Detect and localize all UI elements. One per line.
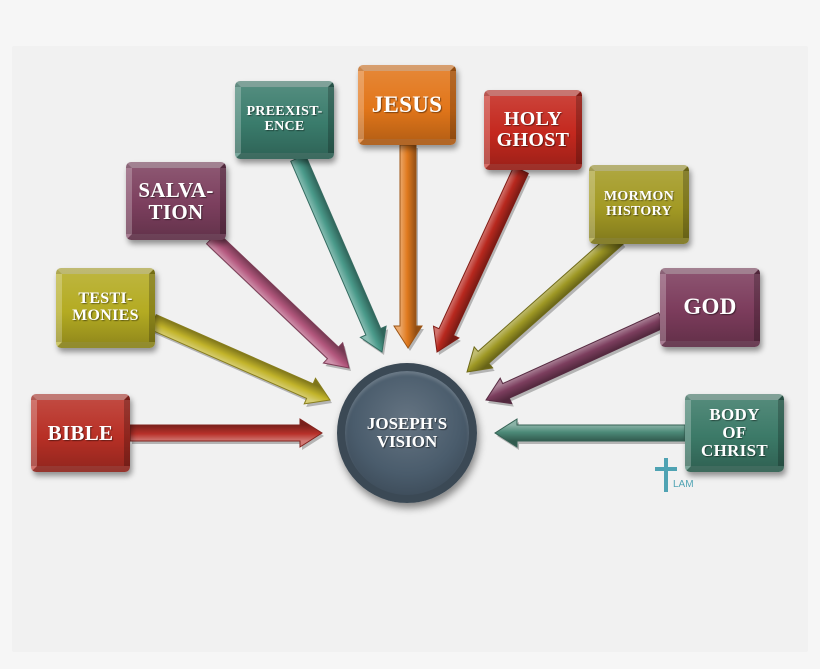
arrow-body-of-christ (494, 418, 686, 448)
topic-label-god: GOD (683, 294, 737, 320)
topic-box-salvation: SALVA- TION (126, 162, 226, 240)
arrow-mormon-history (466, 231, 625, 373)
topic-label-preexistence: PREEXIST- ENCE (246, 104, 323, 134)
topic-box-body-of-christ: BODY OF CHRIST (685, 394, 784, 472)
arrow-god (485, 312, 666, 405)
topic-label-jesus: JESUS (371, 91, 443, 117)
signature-mark: LAM (652, 456, 708, 496)
arrow-holy-ghost (432, 165, 529, 353)
center-label: JOSEPH'S VISION (366, 413, 448, 451)
topic-box-testimonies: TESTI- MONIES (56, 268, 155, 348)
topic-box-mormon-history: MORMON HISTORY (589, 165, 689, 244)
topic-box-bible: BIBLE (31, 394, 130, 472)
arrow-preexistence (290, 154, 387, 353)
topic-label-mormon-history: MORMON HISTORY (603, 188, 675, 219)
arrow-salvation (205, 231, 350, 369)
arrow-testimonies (149, 314, 331, 405)
topic-label-body-of-christ: BODY OF CHRIST (701, 404, 768, 460)
topic-box-jesus: JESUS (358, 65, 456, 145)
arrow-jesus (393, 144, 423, 349)
center-circle-josephs-vision: JOSEPH'S VISION (337, 363, 477, 503)
cross-icon (655, 458, 677, 492)
topic-label-holy-ghost: HOLY GHOST (496, 107, 570, 151)
topic-label-bible: BIBLE (47, 420, 114, 445)
topic-box-holy-ghost: HOLY GHOST (484, 90, 582, 170)
topic-box-preexistence: PREEXIST- ENCE (235, 81, 334, 159)
arrow-bible (129, 418, 323, 448)
signature-text: LAM (673, 479, 694, 490)
topic-label-testimonies: TESTI- MONIES (72, 290, 139, 324)
topic-label-salvation: SALVA- TION (138, 177, 214, 224)
topic-box-god: GOD (660, 268, 760, 347)
